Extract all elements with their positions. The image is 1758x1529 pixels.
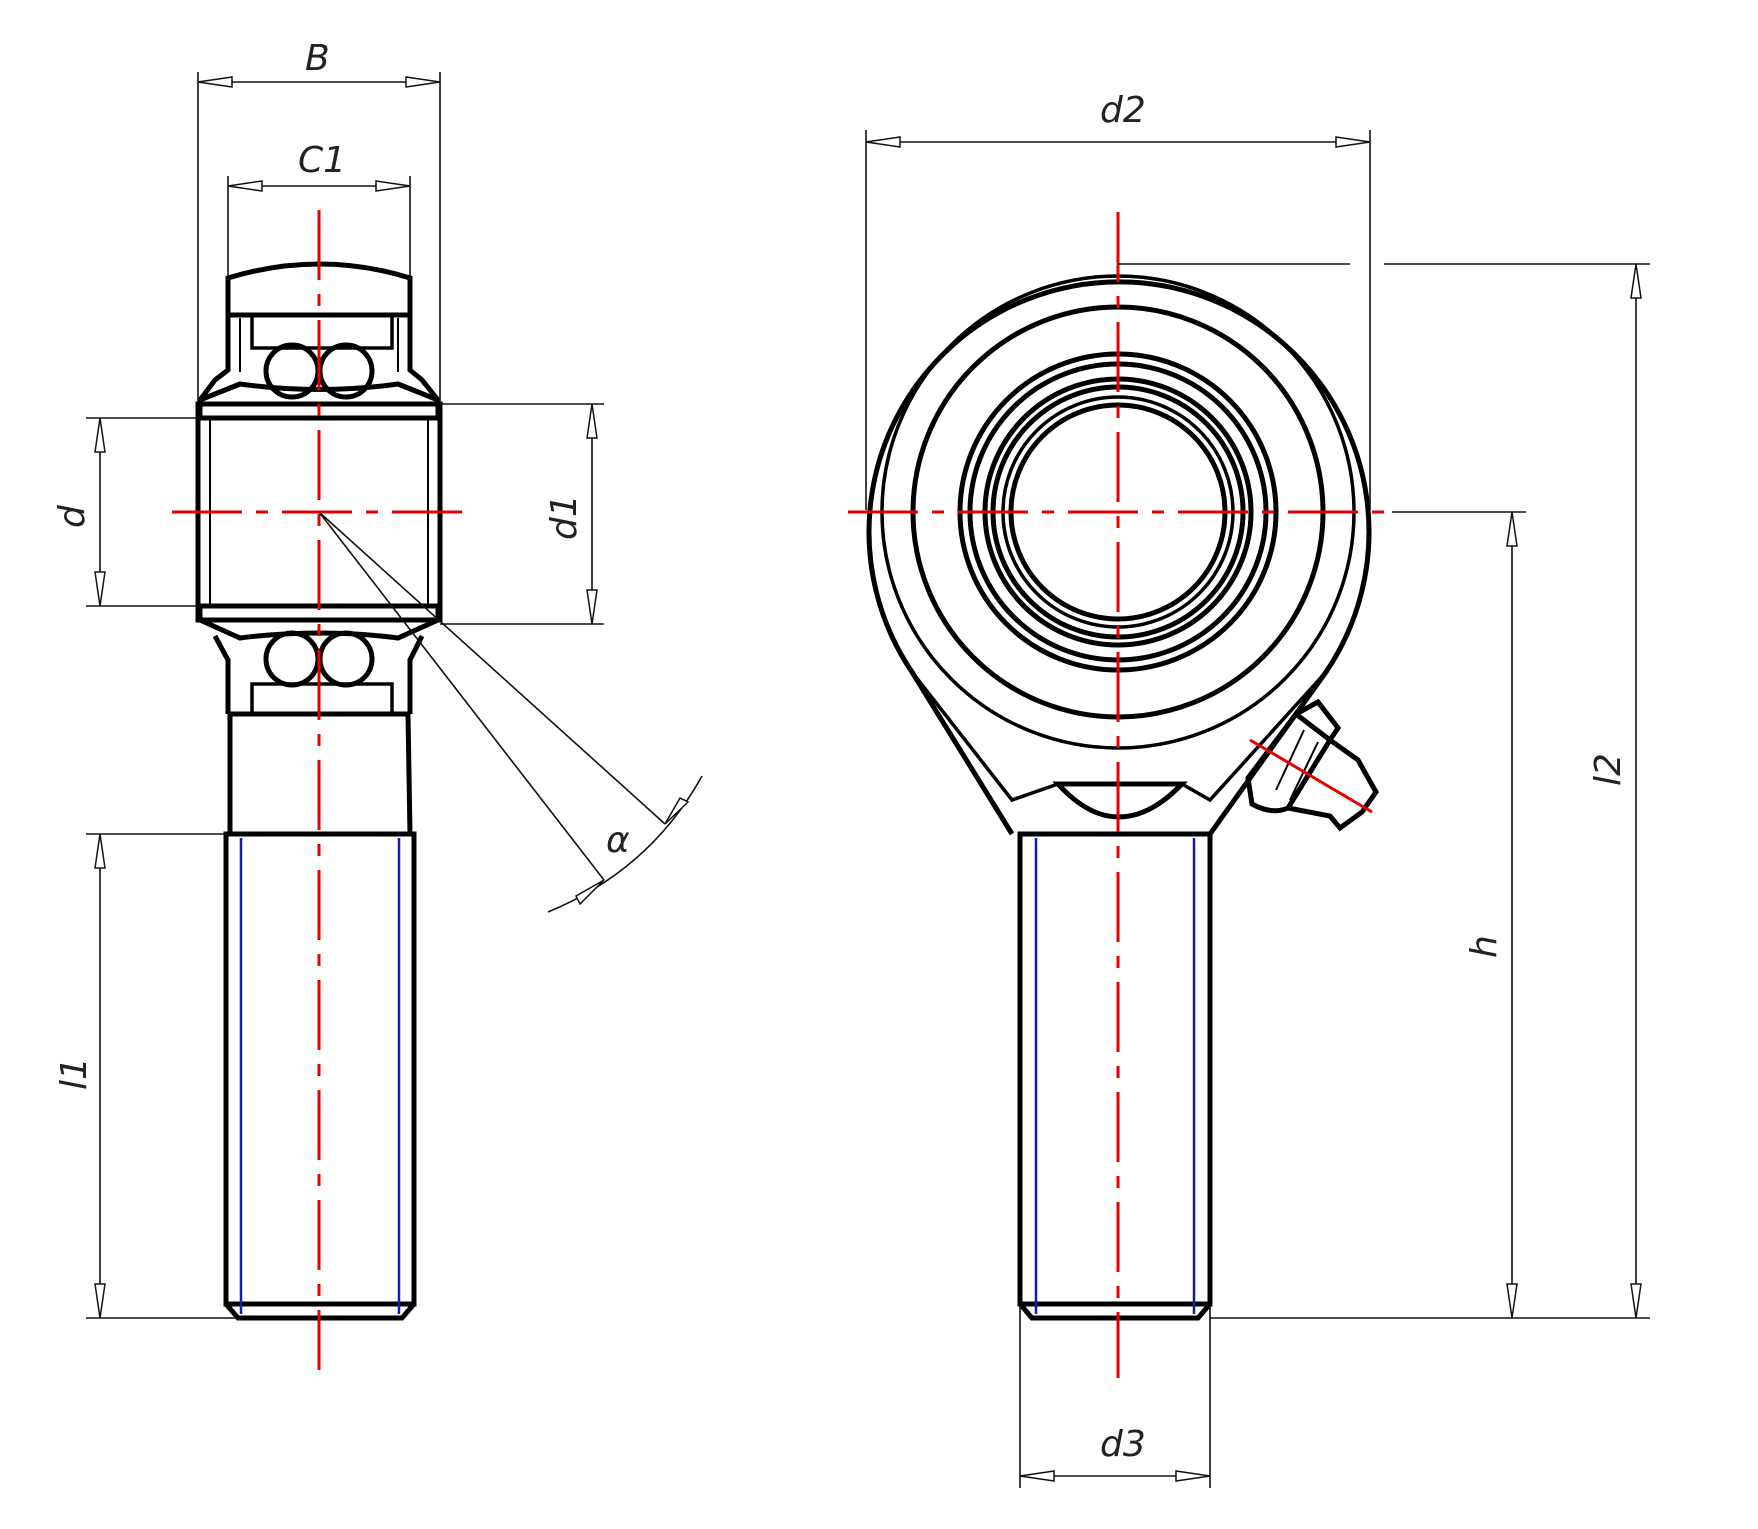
alpha-arrow-2 [575, 879, 605, 906]
dim-d3-arrow-right [1175, 1470, 1211, 1482]
alpha-ray-1 [318, 511, 666, 825]
label-d1: d1 [544, 494, 585, 540]
label-d2: d2 [1100, 90, 1146, 131]
label-C1: C1 [298, 140, 346, 181]
dim-h-arrow-bottom [1506, 1283, 1518, 1319]
label-l1: l1 [54, 1057, 95, 1090]
inner-ring-lower-hatch [197, 603, 441, 641]
housing-bottom [212, 634, 425, 714]
label-h: h [1464, 935, 1505, 958]
grease-nipple [1245, 698, 1379, 832]
dim-d-arrow-top [94, 417, 106, 453]
inner-ring-upper-hatch [197, 381, 441, 421]
label-B: B [305, 38, 330, 79]
inner-race-bottom [250, 682, 394, 716]
label-l2: l2 [1588, 753, 1629, 786]
dim-d-arrow-bottom [94, 571, 106, 607]
side-section-view: B C1 d d1 α l1 [52, 38, 703, 1370]
dim-l1-arrow-top [94, 833, 106, 869]
alpha-arc [547, 775, 703, 913]
dim-l1-arrow-bottom [94, 1283, 106, 1319]
front-threaded-shank [1017, 831, 1213, 1307]
dim-C1-arrow-right [375, 180, 411, 192]
dim-h-arrow-top [1506, 511, 1518, 547]
dim-d2-arrow-right [1335, 136, 1371, 148]
dim-d3-arrow-left [1019, 1470, 1055, 1482]
housing-neck-lines [910, 670, 1328, 803]
label-d: d [52, 504, 93, 528]
dim-l2-arrow-bottom [1630, 1283, 1642, 1319]
threaded-shank [223, 831, 417, 1307]
dim-l2-arrow-top [1630, 263, 1642, 299]
alpha-arrow-1 [664, 797, 690, 825]
front-shank-chamfer [1018, 1302, 1212, 1321]
ball-bottom-right [317, 630, 375, 688]
dim-d1-arrow-top [586, 403, 598, 439]
dim-C1-arrow-left [227, 180, 263, 192]
dim-B-arrow-right [405, 76, 441, 88]
dim-B-arrow-left [197, 76, 233, 88]
front-view: d2 h l2 d3 [848, 90, 1650, 1488]
housing-top-inner [239, 318, 399, 372]
housing-neck-inner [1052, 781, 1188, 820]
dim-d1-arrow-bottom [586, 589, 598, 625]
ball-bottom-left [263, 630, 321, 688]
inner-race-top [250, 313, 394, 350]
label-alpha: α [606, 820, 630, 861]
dim-d2-arrow-left [865, 136, 901, 148]
housing-top [198, 315, 440, 402]
label-d3: d3 [1100, 1424, 1146, 1465]
alpha-ray-2 [318, 511, 605, 881]
